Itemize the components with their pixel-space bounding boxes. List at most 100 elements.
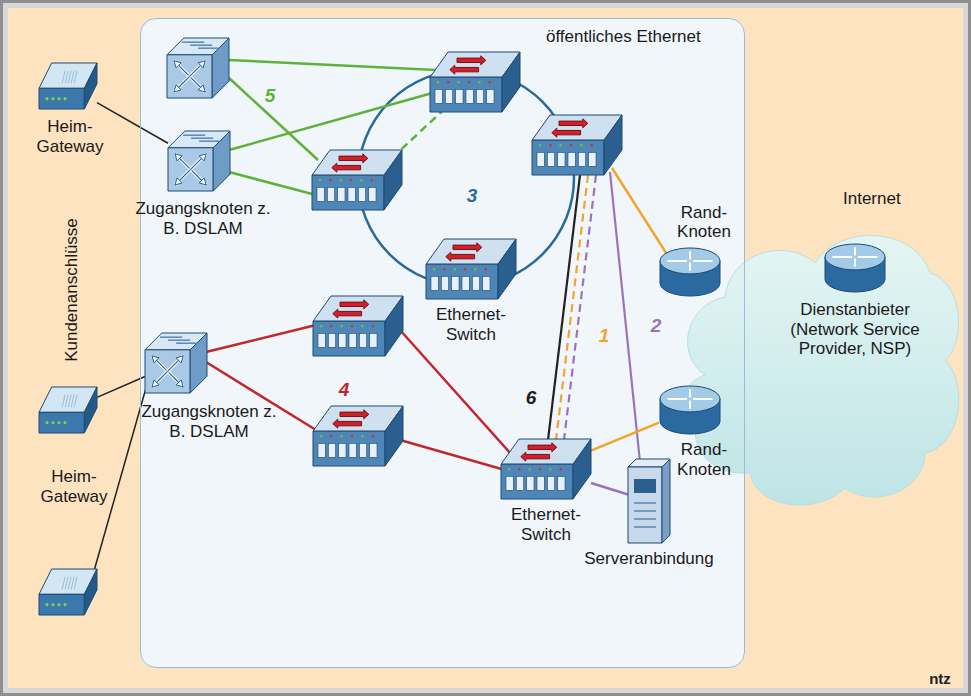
server-slot bbox=[634, 510, 656, 512]
icon-face bbox=[385, 406, 403, 466]
black-link bbox=[548, 175, 580, 440]
status-led bbox=[63, 97, 66, 100]
cross-arrow bbox=[175, 154, 191, 170]
status-led bbox=[350, 179, 353, 182]
server: Serveranbindung bbox=[628, 459, 670, 543]
switch-port bbox=[441, 276, 448, 290]
switch-port bbox=[547, 476, 554, 490]
router-arrow bbox=[693, 398, 713, 400]
gateway-icon bbox=[39, 569, 97, 615]
icon-face bbox=[39, 412, 84, 433]
cross-arrow bbox=[190, 61, 206, 77]
slot-line bbox=[168, 339, 190, 341]
icon-face bbox=[39, 594, 84, 615]
status-led bbox=[457, 81, 460, 84]
cross-arrow bbox=[175, 154, 191, 170]
slot-line bbox=[183, 134, 205, 136]
slot-line bbox=[190, 44, 212, 46]
icon-face bbox=[312, 175, 384, 210]
status-led bbox=[63, 603, 66, 606]
icon-face bbox=[198, 61, 205, 68]
router-arrow bbox=[689, 400, 691, 408]
switch-port bbox=[558, 476, 565, 490]
switch-port bbox=[339, 333, 346, 347]
vent-line bbox=[68, 577, 71, 590]
status-led bbox=[330, 325, 333, 328]
switch-port bbox=[328, 333, 335, 347]
slot-line bbox=[191, 137, 213, 139]
node-label: Internet bbox=[843, 189, 933, 209]
status-led bbox=[51, 603, 54, 606]
icon-face bbox=[199, 178, 206, 185]
router-arrow bbox=[693, 260, 713, 262]
cross-arrow bbox=[174, 76, 190, 92]
status-led bbox=[57, 603, 60, 606]
connector bbox=[591, 483, 628, 494]
status-led bbox=[340, 435, 343, 438]
status-led bbox=[580, 144, 583, 147]
subscriber-line bbox=[92, 388, 146, 578]
node-label: Serveranbindung bbox=[569, 549, 729, 569]
switch-port bbox=[349, 333, 356, 347]
status-led bbox=[539, 468, 542, 471]
status-led bbox=[63, 421, 66, 424]
server-slot bbox=[634, 518, 656, 520]
dslam-icon bbox=[145, 333, 207, 393]
cross-arrow bbox=[168, 371, 184, 387]
ethernet-switch: Ethernet- Switch bbox=[501, 439, 591, 499]
switch-port bbox=[527, 476, 534, 490]
status-led bbox=[371, 325, 374, 328]
icon-face bbox=[446, 252, 475, 261]
switch-icon bbox=[501, 439, 591, 499]
icon-face bbox=[333, 309, 362, 318]
icon-face bbox=[313, 431, 385, 466]
switch-port bbox=[462, 276, 469, 290]
icon-face bbox=[174, 61, 181, 68]
router-top bbox=[660, 386, 720, 412]
switch-port bbox=[370, 443, 377, 457]
access-node: Zugangsknoten z. B. DSLAM bbox=[168, 131, 230, 191]
switch-port bbox=[452, 276, 459, 290]
cross-arrow bbox=[191, 169, 207, 185]
status-led bbox=[351, 435, 354, 438]
status-led bbox=[320, 325, 323, 328]
slot-line bbox=[182, 41, 204, 43]
connector bbox=[97, 103, 168, 144]
router-arrow bbox=[854, 247, 856, 255]
icon-face bbox=[532, 140, 604, 175]
switch-icon bbox=[426, 239, 516, 299]
switch-icon bbox=[313, 296, 403, 356]
icon-face bbox=[174, 85, 181, 92]
cross-arrow bbox=[190, 61, 206, 77]
status-led bbox=[51, 97, 54, 100]
switch-port bbox=[328, 443, 335, 457]
icon-face bbox=[313, 321, 385, 356]
icon-face bbox=[502, 52, 520, 112]
switch-port bbox=[338, 187, 345, 201]
vent-line bbox=[74, 71, 77, 84]
cross-arrow bbox=[174, 76, 190, 92]
icon-face bbox=[332, 163, 361, 172]
callout-number: 5 bbox=[265, 86, 276, 107]
status-led bbox=[371, 435, 374, 438]
node-label: Zugangsknoten z. B. DSLAM bbox=[133, 199, 273, 238]
icon-face bbox=[84, 569, 97, 615]
status-led bbox=[340, 325, 343, 328]
router-arrow bbox=[668, 260, 688, 262]
switch-port bbox=[358, 187, 365, 201]
access-node: Zugangsknoten z. B. DSLAM bbox=[145, 333, 207, 393]
icon-face bbox=[604, 115, 622, 175]
orange-dashed-link bbox=[556, 175, 588, 440]
icon-face bbox=[450, 65, 479, 74]
switch-port bbox=[558, 152, 565, 166]
callout-number: 4 bbox=[339, 380, 350, 401]
icon-face bbox=[175, 178, 182, 185]
icon-face bbox=[457, 56, 486, 65]
status-led bbox=[437, 81, 440, 84]
region-fill bbox=[140, 18, 745, 668]
status-led bbox=[549, 468, 552, 471]
cross-arrow bbox=[174, 61, 190, 77]
